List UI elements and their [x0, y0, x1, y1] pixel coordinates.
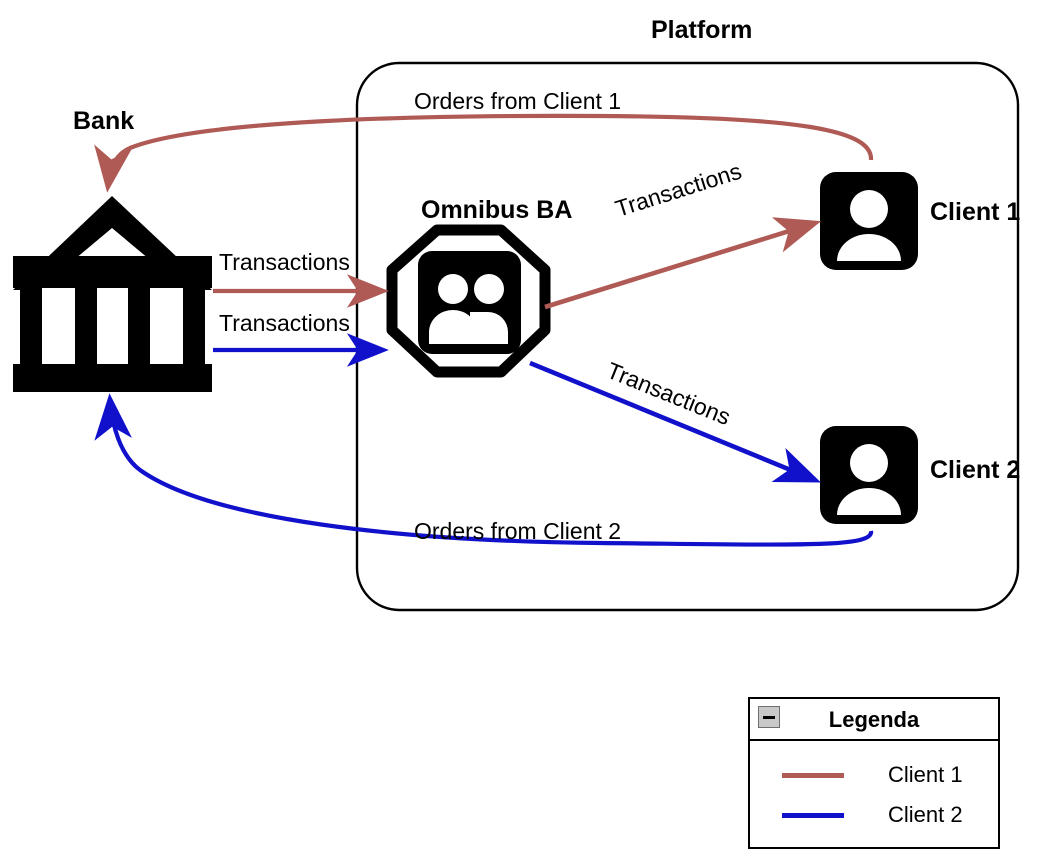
edge-client1-orders-to-bank — [94, 113, 874, 193]
legend-title: Legenda — [828, 707, 920, 732]
client2-label: Client 2 — [930, 456, 1021, 484]
edge-label-orders-client2: Orders from Client 2 — [414, 518, 622, 544]
client2-avatar-icon — [820, 426, 918, 524]
group-people-icon — [429, 274, 508, 344]
legend-header: Legenda — [750, 699, 998, 741]
edge-label-orders-client1: Orders from Client 1 — [414, 88, 622, 114]
edge-label-bank-omnibus-client1: Transactions — [219, 249, 350, 275]
edge-omnibus-to-client1 — [544, 217, 822, 310]
bank-label: Bank — [73, 107, 135, 135]
omnibus-label: Omnibus BA — [421, 196, 573, 224]
legend-swatch-client2 — [782, 812, 844, 818]
client1-label: Client 1 — [930, 198, 1021, 226]
client1-avatar-icon — [820, 172, 918, 270]
platform-title: Platform — [651, 16, 753, 44]
legend-item-client2[interactable]: Client 2 — [750, 795, 998, 835]
legend-label-client2: Client 2 — [888, 802, 963, 827]
legend-label-client1: Client 1 — [888, 762, 963, 787]
edge-client2-orders-to-bank — [94, 393, 874, 547]
edge-omnibus-to-client2 — [529, 360, 821, 483]
minus-icon[interactable] — [758, 706, 780, 728]
edge-label-bank-omnibus-client2: Transactions — [219, 310, 350, 336]
legend-swatch-client1 — [782, 772, 844, 778]
bank-building-icon — [13, 196, 212, 392]
legend-item-client1[interactable]: Client 1 — [750, 755, 998, 795]
legend-panel: Legenda Client 1 Client 2 — [748, 697, 1000, 849]
legend-rows: Client 1 Client 2 — [750, 741, 998, 835]
omnibus-node-shape — [386, 224, 551, 378]
